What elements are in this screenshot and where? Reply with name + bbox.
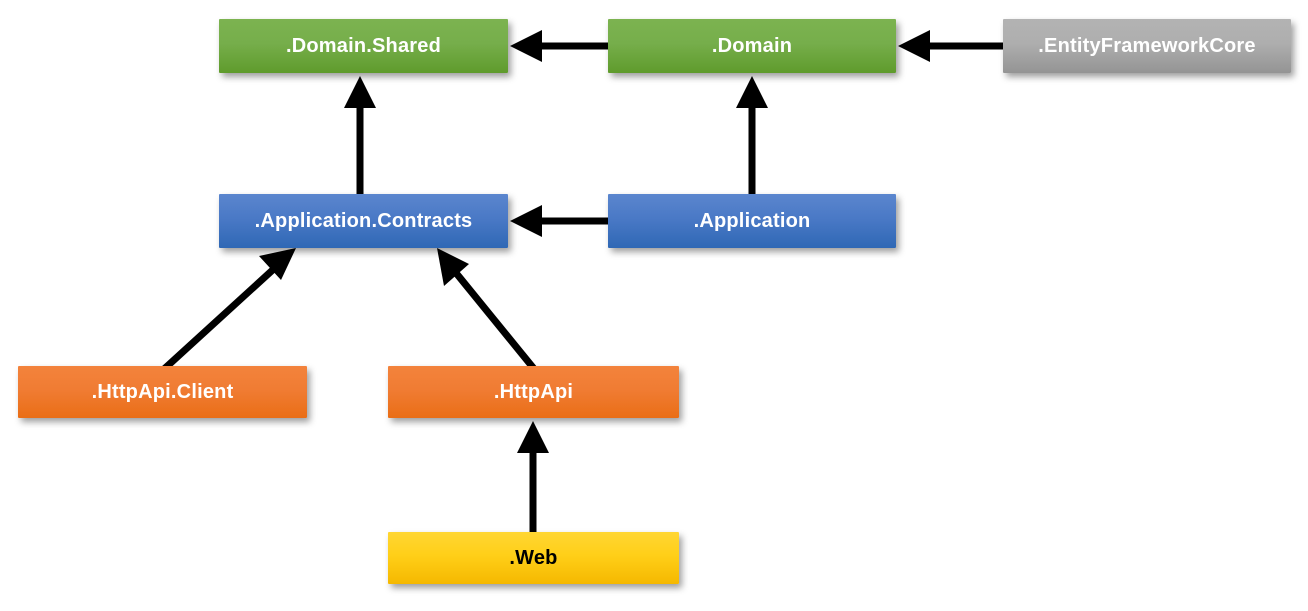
node-entity-framework-core[interactable]: .EntityFrameworkCore <box>1003 19 1291 73</box>
node-label: .Web <box>509 547 558 569</box>
edge-domain-to-domain-shared <box>510 30 608 62</box>
edge-web-to-httpapi <box>517 421 549 534</box>
node-label: .Domain <box>711 35 793 57</box>
node-application-contracts[interactable]: .Application.Contracts <box>219 194 508 248</box>
node-label: .EntityFrameworkCore <box>1038 35 1256 57</box>
node-web[interactable]: .Web <box>388 532 679 584</box>
node-httpapi-client[interactable]: .HttpApi.Client <box>18 366 307 418</box>
edge-httpapi-client-to-application-contracts <box>160 248 296 373</box>
edge-httpapi-to-application-contracts <box>437 248 538 373</box>
edge-efcore-to-domain <box>898 30 1003 62</box>
node-application[interactable]: .Application <box>608 194 896 248</box>
node-domain[interactable]: .Domain <box>608 19 896 73</box>
node-httpapi[interactable]: .HttpApi <box>388 366 679 418</box>
node-label: .HttpApi.Client <box>91 381 234 403</box>
edge-application-to-application-contracts <box>510 205 608 237</box>
node-domain-shared[interactable]: .Domain.Shared <box>219 19 508 73</box>
node-label: .Domain.Shared <box>285 35 442 57</box>
node-label: .HttpApi <box>493 381 574 403</box>
node-label: .Application <box>693 210 811 232</box>
edge-application-contracts-to-domain-shared <box>344 76 376 196</box>
node-label: .Application.Contracts <box>254 210 473 232</box>
edge-application-to-domain <box>736 76 768 196</box>
